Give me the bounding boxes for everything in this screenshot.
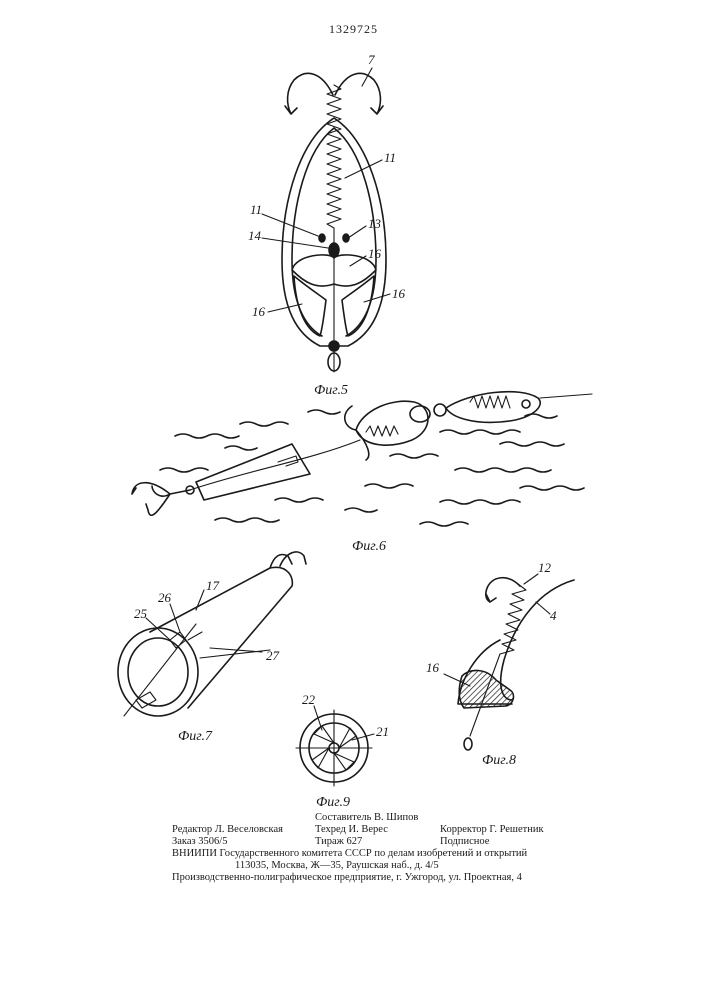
leader (364, 294, 390, 302)
techred: Техред И. Верес (315, 824, 388, 836)
fig8-label: 16 (426, 660, 440, 675)
fig7-label: 25 (134, 606, 148, 621)
order: Заказ 3506/5 (172, 836, 227, 848)
fig7-body (150, 567, 292, 708)
leader (262, 238, 328, 248)
fig9-caption: Фиг.9 (316, 795, 350, 810)
fig5-label: 14 (248, 228, 262, 243)
figure-5: 7 11 11 14 13 16 16 16 Фиг.5 (248, 52, 406, 398)
figure-6: Фиг.6 (132, 392, 592, 554)
figure-7: 17 26 25 27 Фиг.7 (118, 552, 306, 744)
fig5-label: 11 (250, 202, 262, 217)
fig9-vane (312, 748, 329, 768)
address: 113035, Москва, Ж—35, Раушская наб., д. … (235, 860, 439, 872)
subscription: Подписное (440, 836, 489, 848)
fig6-caption: Фиг.6 (352, 539, 386, 554)
leader (524, 574, 538, 584)
fig6-spring (366, 426, 398, 436)
institute: ВНИИПИ Государственного комитета СССР по… (172, 848, 527, 860)
fig8-weight-16 (459, 670, 513, 708)
leader (314, 706, 322, 730)
fig6-float-eye (522, 400, 530, 408)
fig6-float-spring (470, 396, 510, 408)
fig9-label: 21 (376, 724, 389, 739)
figure-9: 22 21 Фиг.9 (296, 692, 389, 810)
leader (350, 256, 366, 266)
fig5-label: 11 (384, 150, 396, 165)
fig8-caption: Фиг.8 (482, 753, 516, 768)
fig8-eye (464, 738, 472, 750)
leader (536, 602, 550, 614)
fig7-caption: Фиг.7 (178, 729, 213, 744)
corrector: Корректор Г. Решетник (440, 824, 544, 836)
leader (262, 214, 318, 236)
fig7-label: 26 (158, 590, 172, 605)
fig6-water-waves (160, 410, 584, 526)
fig5-spring (327, 85, 341, 228)
printer: Производственно-полиграфическое предприя… (172, 872, 522, 884)
fig5-left-hook (285, 73, 333, 114)
fig5-knob-left (319, 234, 325, 242)
fig5-label: 16 (252, 304, 266, 319)
leader (170, 604, 180, 632)
fig6-swivel (434, 404, 446, 416)
leader (196, 590, 204, 610)
fig5-label: 7 (368, 52, 375, 67)
fig9-vane (334, 753, 354, 770)
fig6-treble-hook (132, 483, 190, 516)
fig7-label: 27 (266, 648, 280, 663)
fig7-label: 17 (206, 578, 220, 593)
fig6-spoon (356, 401, 428, 445)
fig8-hook (486, 578, 520, 602)
fig5-caption: Фиг.5 (314, 383, 348, 398)
fig9-label: 22 (302, 692, 316, 707)
editor: Редактор Л. Веселовская (172, 824, 283, 836)
leader (268, 304, 302, 312)
fig8-blade-4 (501, 580, 574, 700)
fig8-label: 12 (538, 560, 552, 575)
fig6-fishing-line (190, 394, 592, 490)
fig8-label: 4 (550, 608, 557, 623)
fig5-node-14 (329, 243, 339, 257)
figure-8: 12 4 16 Фиг.8 (426, 560, 574, 768)
circulation: Тираж 627 (315, 836, 362, 848)
fig5-label: 13 (368, 216, 382, 231)
fig9-vane (339, 728, 356, 748)
fig7-hooks (270, 552, 306, 568)
fig9-vane (314, 726, 334, 743)
fig5-label: 16 (368, 246, 382, 261)
fig5-label: 16 (392, 286, 406, 301)
fig7-slot-27 (188, 632, 270, 658)
fig5-right-hook (335, 73, 383, 114)
fig5-bottom-swivel (329, 341, 339, 351)
compiler: Составитель В. Шипов (315, 812, 418, 824)
leader (348, 226, 366, 238)
